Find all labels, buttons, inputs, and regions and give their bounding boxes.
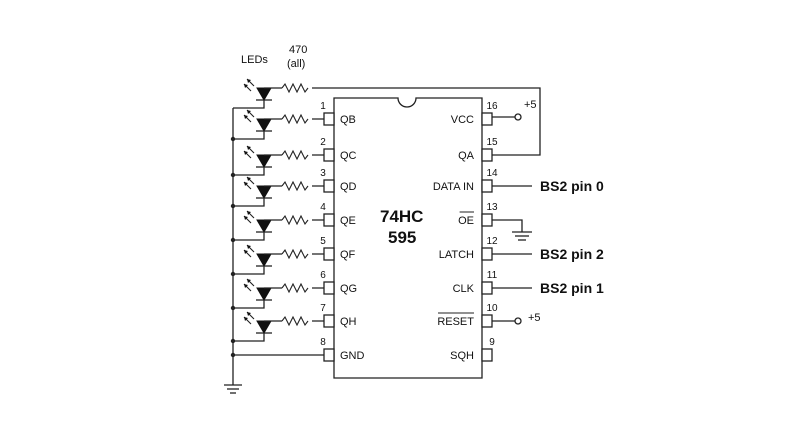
pin-stub	[323, 112, 335, 126]
pin-label: QG	[340, 283, 357, 295]
reset-supply-label: +5	[528, 312, 541, 324]
bs2-pin1-label: BS2 pin 1	[540, 280, 604, 296]
pin-number: 7	[320, 303, 326, 314]
leds-label: LEDs	[241, 54, 268, 66]
pin-label: SQH	[450, 350, 474, 362]
bs2-pin0-label: BS2 pin 0	[540, 178, 604, 194]
pin-number: 3	[320, 168, 326, 179]
chip-name-line2: 595	[388, 228, 416, 247]
led-qf	[230, 244, 324, 277]
vcc-supply: +5	[492, 99, 537, 121]
resistor-value: 470	[289, 44, 307, 56]
pin-stub	[323, 148, 335, 162]
pin-number: 13	[486, 202, 498, 213]
ground-symbol-left	[224, 384, 242, 394]
chip-body	[333, 97, 483, 379]
pin-number: 11	[487, 270, 498, 281]
pin-number: 10	[486, 303, 498, 314]
pin-label: VCC	[451, 114, 474, 126]
pin-5: 5QF	[320, 236, 355, 261]
bs2-pin2-label: BS2 pin 2	[540, 246, 604, 262]
pin-label: QH	[340, 316, 357, 328]
resistor-note: (all)	[287, 58, 305, 70]
pin-label: DATA IN	[433, 181, 474, 193]
led-qg	[230, 278, 324, 311]
led-qa	[233, 78, 309, 109]
pin-label: QE	[340, 215, 356, 227]
pin-number: 14	[486, 168, 498, 179]
pin-3: 3QD	[320, 168, 356, 193]
vcc-label: +5	[524, 99, 537, 111]
pin-label: CLK	[453, 283, 475, 295]
pin-number: 4	[320, 202, 326, 213]
chip-name-line1: 74HC	[380, 207, 423, 226]
oe-ground	[492, 219, 532, 241]
pin-label: QA	[458, 150, 475, 162]
pin-7: 7QH	[320, 303, 356, 328]
led-strip	[230, 78, 324, 358]
pin-stub	[323, 213, 335, 227]
pin-label: QB	[340, 114, 356, 126]
pin-number: 9	[489, 337, 495, 348]
pin-number: 12	[486, 236, 498, 247]
pin-number: 15	[486, 137, 498, 148]
pin-label: RESET	[437, 316, 474, 328]
pin-stub	[323, 314, 335, 328]
pin-stub	[481, 247, 493, 261]
pin-number: 6	[320, 270, 326, 281]
pin-number: 1	[320, 101, 326, 112]
led-qb	[230, 109, 324, 142]
pin-label: QC	[340, 150, 357, 162]
led-qh	[230, 311, 324, 344]
pin-label: GND	[340, 350, 365, 362]
pin-stub	[481, 314, 493, 328]
pin-stub	[323, 247, 335, 261]
qa-wire	[272, 87, 541, 156]
pin-number: 8	[320, 337, 326, 348]
pin-label: OE	[458, 215, 474, 227]
pin-stub	[323, 348, 335, 362]
pin-stub	[481, 148, 493, 162]
pin-stub	[481, 348, 493, 362]
pin-stub	[323, 281, 335, 295]
pin-stub	[481, 179, 493, 193]
pin-number: 5	[320, 236, 326, 247]
pin-number: 2	[320, 137, 326, 148]
pin-1: 1QB	[320, 101, 356, 126]
pin-label: QF	[340, 249, 356, 261]
pin-4: 4QE	[320, 202, 356, 227]
ground-rail	[232, 108, 324, 385]
led-qd	[230, 176, 324, 209]
led-qe	[230, 210, 324, 243]
pin-label: QD	[340, 181, 357, 193]
led-qc	[230, 145, 324, 178]
pin-stub	[481, 213, 493, 227]
pin-stub	[481, 112, 493, 126]
pin-2: 2QC	[320, 137, 356, 162]
pin-label: LATCH	[439, 249, 474, 261]
pin-stub	[481, 281, 493, 295]
reset-supply: +5	[492, 312, 541, 325]
pin-stub	[323, 179, 335, 193]
pin-6: 6QG	[320, 270, 357, 295]
pin-number: 16	[486, 101, 498, 112]
